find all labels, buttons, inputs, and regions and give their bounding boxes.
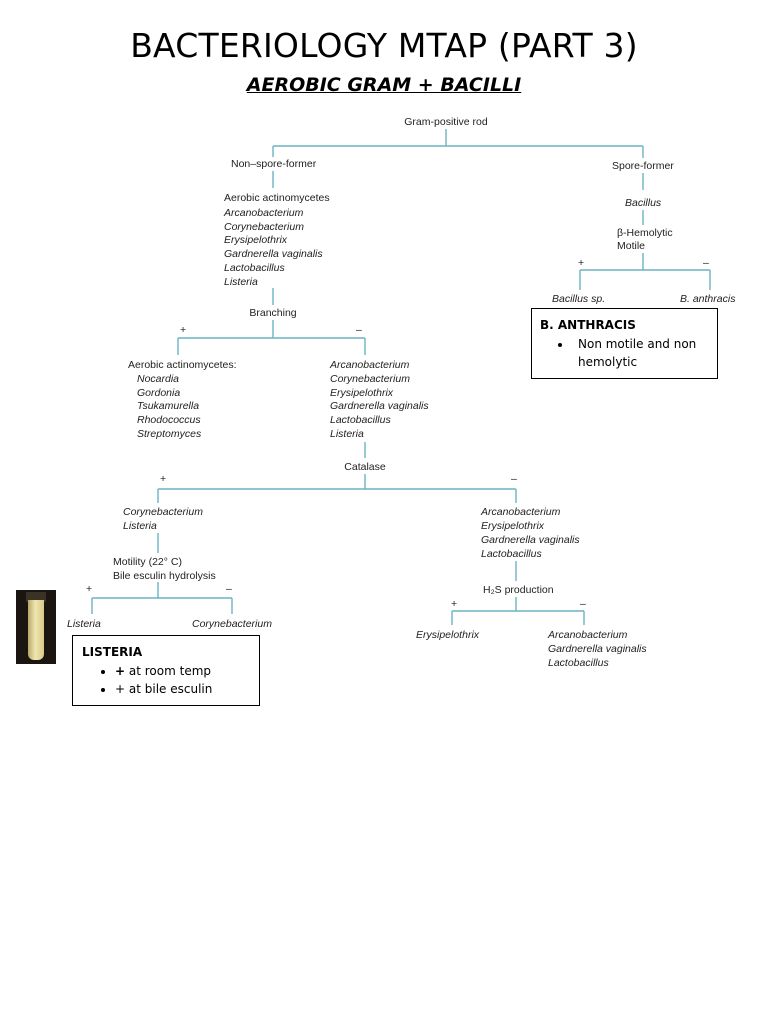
sign-plus-catalase: + <box>160 473 166 485</box>
sign-plus-h2s: + <box>451 598 457 610</box>
nonbranch-item: Arcanobacterium <box>329 359 410 371</box>
catneg-item: Gardnerella vaginalis <box>481 534 580 546</box>
actino-item: Streptomyces <box>137 428 202 440</box>
h2sneg-item: Lactobacillus <box>548 657 609 669</box>
sign-minus-catalase: – <box>511 473 517 485</box>
nonbranch-item: Erysipelothrix <box>330 387 394 399</box>
node-aerobic-actinomycetes: Aerobic actinomycetes <box>224 192 330 204</box>
sign-plus-motility: + <box>86 583 92 595</box>
actino-item: Nocardia <box>137 373 179 385</box>
listeria-note-plus: + <box>115 664 126 678</box>
catneg-item: Erysipelothrix <box>481 520 545 532</box>
page-subtitle: AEROBIC GRAM + BACILLI <box>246 74 522 96</box>
node-gram-positive-rod: Gram-positive rod <box>404 116 488 128</box>
group1-item: Listeria <box>224 276 258 288</box>
node-erysipelothrix: Erysipelothrix <box>416 629 480 641</box>
node-bacillus: Bacillus <box>625 197 662 209</box>
node-bile-esculin: Bile esculin hydrolysis <box>113 570 216 582</box>
catneg-item: Arcanobacterium <box>480 506 561 518</box>
sign-minus-hemolytic: – <box>703 257 709 269</box>
test-tube-photo <box>16 590 56 664</box>
actino-item: Rhodococcus <box>137 414 201 426</box>
tube-cap <box>26 592 46 602</box>
node-actinomycetes-list: Aerobic actinomycetes: <box>128 359 237 371</box>
group1-item: Corynebacterium <box>224 221 304 233</box>
listeria-note-box: LISTERIA + at room temp + at bile esculi… <box>72 635 260 706</box>
node-motility: Motility (22° C) <box>113 556 182 568</box>
node-motile: Motile <box>617 240 645 252</box>
group1-item: Lactobacillus <box>224 262 285 274</box>
listeria-note-room-temp: at room temp <box>125 664 212 678</box>
sign-minus-branching: – <box>356 324 362 336</box>
anthracis-note-list: Non motile and non hemolytic <box>540 335 717 371</box>
listeria-note-item: + at room temp <box>115 662 259 680</box>
sign-minus-motility: – <box>226 583 232 595</box>
flowchart: Gram-positive rod Non–spore-former Spore… <box>67 116 736 669</box>
anthracis-note-box: B. ANTHRACIS Non motile and non hemolyti… <box>531 308 718 379</box>
node-branching: Branching <box>249 307 296 319</box>
node-corynebacterium: Corynebacterium <box>192 618 272 630</box>
node-non-spore-former: Non–spore-former <box>231 158 317 170</box>
listeria-note-item: + at bile esculin <box>115 680 259 698</box>
anthracis-note-item: Non motile and non hemolytic <box>572 335 717 371</box>
sign-plus-hemolytic: + <box>578 257 584 269</box>
catneg-item: Lactobacillus <box>481 548 542 560</box>
page-title: BACTERIOLOGY MTAP (PART 3) <box>130 26 638 65</box>
group1-item: Erysipelothrix <box>224 234 288 246</box>
node-listeria: Listeria <box>67 618 101 630</box>
flowchart-connectors <box>91 129 711 625</box>
anthracis-note-heading: B. ANTHRACIS <box>540 318 636 332</box>
sign-minus-h2s: – <box>580 598 586 610</box>
h2sneg-item: Arcanobacterium <box>547 629 628 641</box>
tube-medium <box>28 600 44 660</box>
nonbranch-item: Lactobacillus <box>330 414 391 426</box>
catpos-item: Corynebacterium <box>123 506 203 518</box>
nonbranch-item: Gardnerella vaginalis <box>330 400 429 412</box>
catpos-item: Listeria <box>123 520 157 532</box>
actino-item: Gordonia <box>137 387 180 399</box>
actino-item: Tsukamurella <box>137 400 199 412</box>
sign-plus-branching: + <box>180 324 186 336</box>
node-beta-hemolytic: β-Hemolytic <box>617 227 673 239</box>
listeria-note-heading: LISTERIA <box>82 645 143 659</box>
node-h2s-production: H₂S production <box>483 584 554 596</box>
node-spore-former: Spore-former <box>612 160 674 172</box>
group1-item: Gardnerella vaginalis <box>224 248 323 260</box>
node-b-anthracis: B. anthracis <box>680 293 736 305</box>
node-bacillus-sp: Bacillus sp. <box>552 293 605 305</box>
h2sneg-item: Gardnerella vaginalis <box>548 643 647 655</box>
node-catalase: Catalase <box>344 461 386 473</box>
nonbranch-item: Listeria <box>330 428 364 440</box>
nonbranch-item: Corynebacterium <box>330 373 410 385</box>
listeria-note-list: + at room temp + at bile esculin <box>82 662 259 698</box>
group1-item: Arcanobacterium <box>223 207 304 219</box>
